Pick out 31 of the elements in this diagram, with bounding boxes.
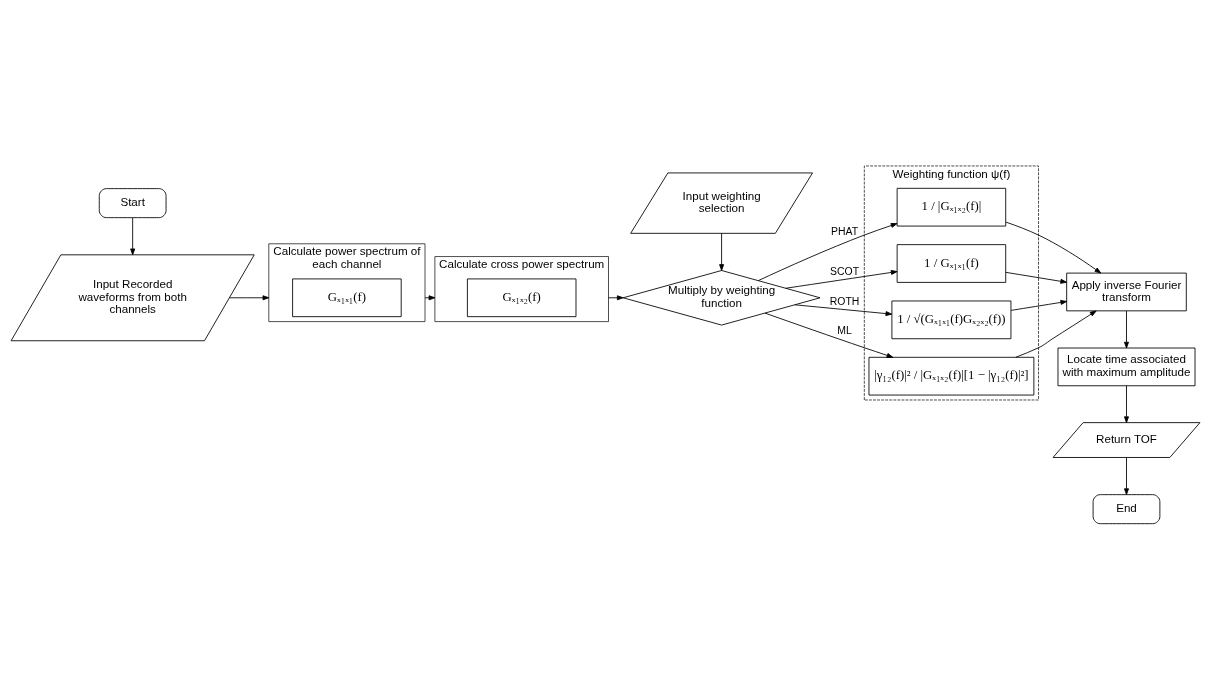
arrow	[1015, 310, 1097, 358]
arrow	[1124, 384, 1129, 423]
node-box: 1 / √(Gₓ₁ₓ₁(f)Gₓ₂ₓ₂(f))	[891, 300, 1012, 339]
node-box: 1 / |Gₓ₁ₓ₂(f)|	[896, 187, 1007, 226]
node-box: Start	[98, 187, 167, 218]
node-diamond: Multiply by weighting function	[622, 269, 821, 325]
arrow	[424, 294, 436, 300]
node-box: Gₓ₁ₓ₁(f)	[292, 277, 402, 317]
arrow	[719, 232, 725, 271]
node-box: 1 / Gₓ₁ₓ₁(f)	[896, 243, 1007, 283]
arrow	[1124, 310, 1129, 348]
node-box: |γ₁₂(f)|² / |Gₓ₁ₓ₂(f)|[1 − |γ₁₂(f)|²]	[868, 356, 1035, 395]
arrow	[1010, 299, 1068, 311]
arrow	[229, 294, 270, 300]
arrow	[1005, 271, 1067, 284]
node-box: End	[1092, 493, 1161, 524]
arrow	[608, 294, 624, 300]
arrow	[130, 216, 136, 255]
arrow	[1124, 456, 1129, 495]
arrow	[794, 303, 893, 316]
edge-label: PHAT	[831, 225, 859, 237]
edge-label: SCOT	[830, 265, 860, 277]
arrow	[1005, 221, 1102, 273]
node-box: Apply inverse Fourier transform	[1066, 272, 1187, 311]
edge-label: ROTH	[829, 295, 860, 307]
arrow	[757, 222, 898, 281]
arrow	[785, 269, 898, 289]
node-box: Locate time associated with maximum amplitude	[1057, 347, 1196, 386]
node-box: Gₓ₁ₓ₂(f)	[466, 277, 577, 317]
edge-label: ML	[837, 324, 852, 336]
arrow	[764, 312, 894, 358]
